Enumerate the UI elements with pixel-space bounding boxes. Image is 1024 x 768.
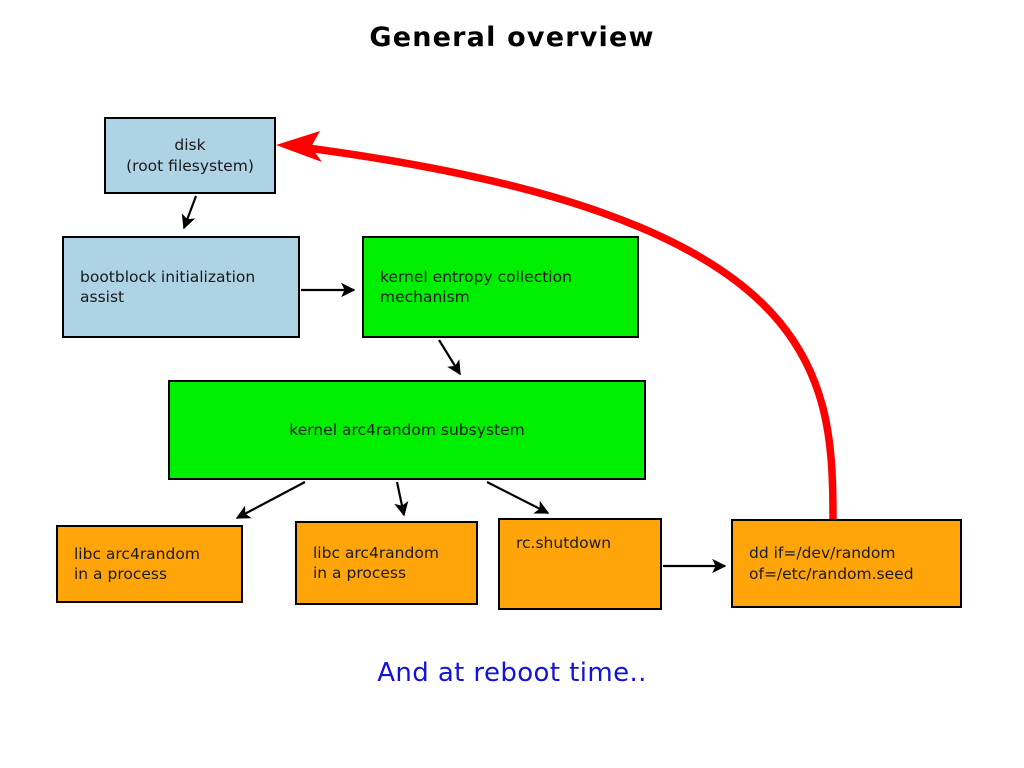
node-rcshutdown-label: rc.shutdown — [516, 534, 612, 552]
node-disk-label: disk (root filesystem) — [126, 136, 254, 175]
edge-disk-to-bootblock — [181, 195, 198, 230]
node-libc2-label: libc arc4random in a process — [313, 543, 439, 582]
node-dd-random-seed[interactable]: dd if=/dev/random of=/etc/random.seed — [731, 519, 962, 608]
edge-entropy-to-subsystem — [438, 339, 461, 376]
node-libc-arc4random-process-2[interactable]: libc arc4random in a process — [295, 521, 478, 605]
node-subsystem-label: kernel arc4random subsystem — [289, 420, 525, 439]
node-rc-shutdown[interactable]: rc.shutdown — [498, 518, 662, 610]
edge-subsystem-to-rcshutdown — [486, 481, 550, 514]
node-bootblock-initialization-assist[interactable]: bootblock initialization assist — [62, 236, 300, 338]
node-libc1-label: libc arc4random in a process — [74, 544, 200, 583]
node-disk[interactable]: disk (root filesystem) — [104, 117, 276, 194]
node-dd-label: dd if=/dev/random of=/etc/random.seed — [749, 544, 914, 583]
reboot-time-caption: And at reboot time.. — [377, 658, 647, 688]
node-bootblock-label: bootblock initialization assist — [80, 267, 256, 306]
node-kernel-entropy-collection-mechanism[interactable]: kernel entropy collection mechanism — [362, 236, 639, 338]
node-entropy-label: kernel entropy collection mechanism — [380, 267, 572, 306]
node-libc-arc4random-process-1[interactable]: libc arc4random in a process — [56, 525, 243, 603]
node-kernel-arc4random-subsystem[interactable]: kernel arc4random subsystem — [168, 380, 646, 480]
edge-subsystem-to-libc2 — [235, 481, 306, 519]
edge-subsystem-to-libc1 — [394, 481, 409, 517]
page-title: General overview — [369, 22, 655, 53]
